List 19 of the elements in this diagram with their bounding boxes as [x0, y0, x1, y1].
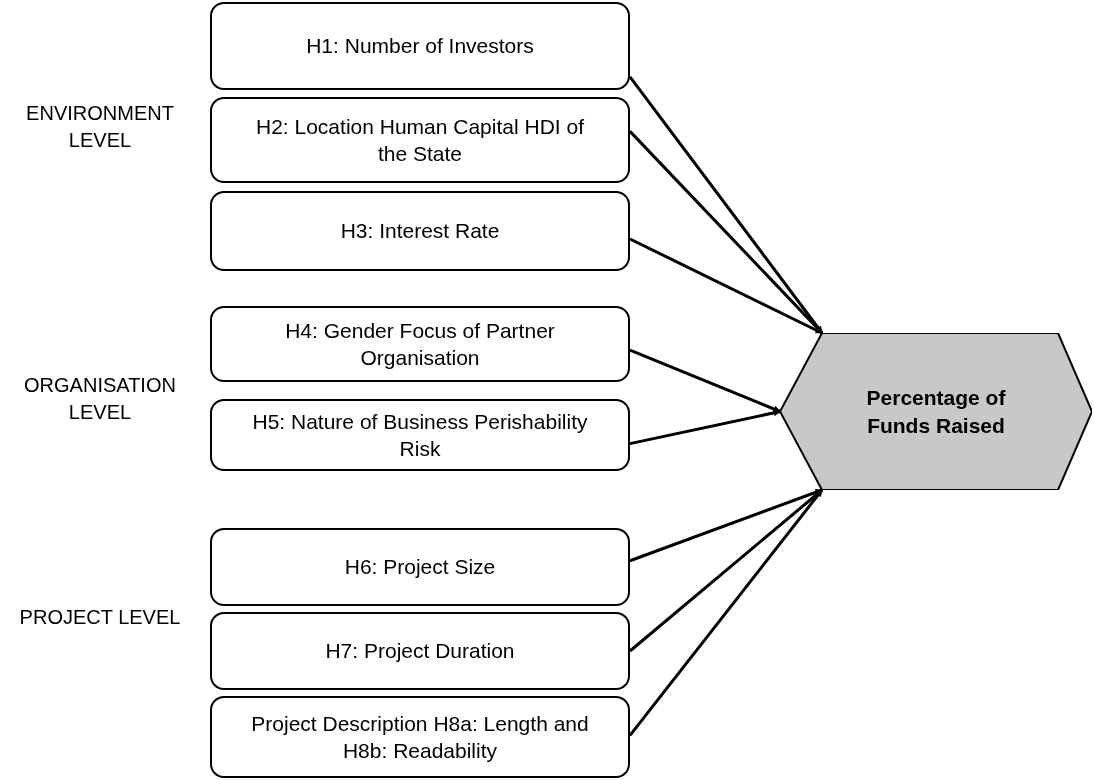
arrow [628, 489, 824, 737]
arrow [628, 130, 824, 335]
arrow [629, 348, 781, 413]
hypothesis-box: H4: Gender Focus of Partner Organisation [210, 306, 630, 382]
hypothesis-box: Project Description H8a: Length and H8b: Readability [210, 696, 630, 778]
arrow [629, 488, 823, 563]
level-label: ENVIRONMENT LEVEL [25, 101, 175, 153]
hypothesis-box: H7: Project Duration [210, 612, 630, 690]
level-label: ORGANISATION LEVEL [23, 373, 177, 425]
hypothesis-box: H6: Project Size [210, 528, 630, 606]
hypothesis-box: H1: Number of Investors [210, 2, 630, 90]
level-label: PROJECT LEVEL [18, 605, 182, 630]
arrow [629, 488, 823, 653]
outcome-label: Percentage of Funds Raised [865, 385, 1007, 439]
arrow [629, 409, 781, 446]
hypothesis-box: H2: Location Human Capital HDI of the State [210, 97, 630, 183]
arrow [629, 237, 823, 335]
hypothesis-box: H3: Interest Rate [210, 191, 630, 271]
hypothesis-box: H5: Nature of Business Perishability Risk [210, 399, 630, 471]
